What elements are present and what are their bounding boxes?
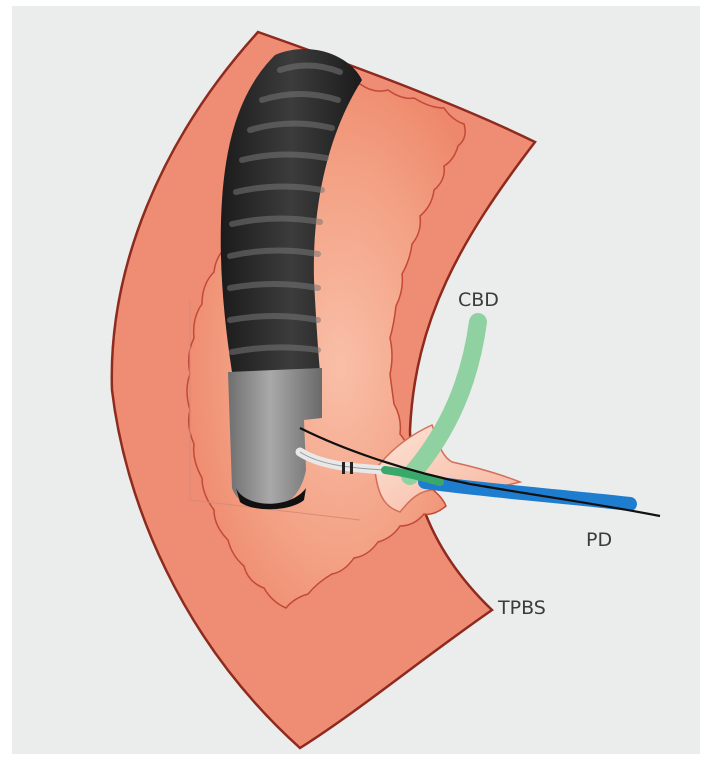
catheter-marker (350, 462, 353, 474)
catheter-marker (342, 462, 345, 474)
label-cbd: CBD (458, 289, 499, 311)
label-tpbs: TPBS (497, 597, 546, 619)
label-pd: PD (586, 529, 612, 551)
